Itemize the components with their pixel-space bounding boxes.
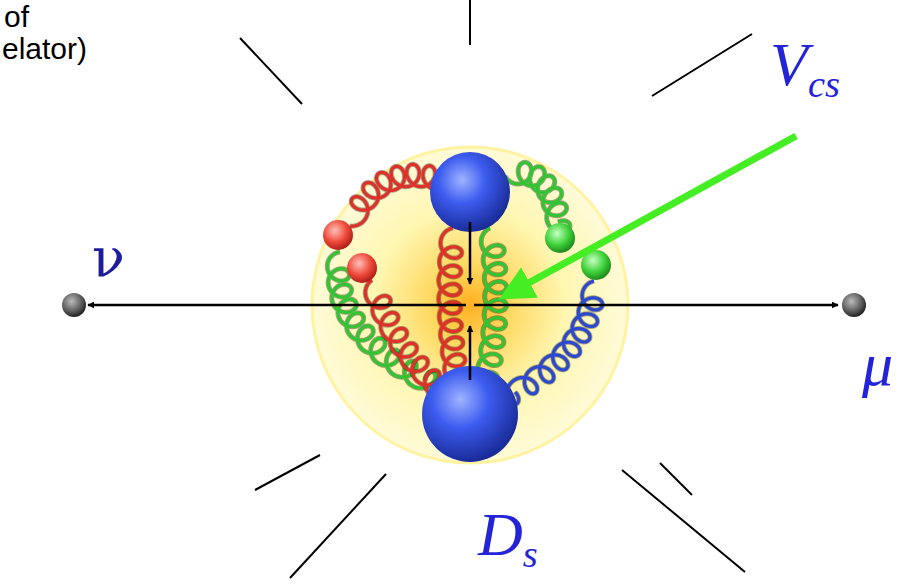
cut-caption-text: of bbox=[4, 0, 29, 33]
sea-quark bbox=[347, 253, 377, 283]
ckm-element-label: Vcs bbox=[770, 30, 840, 105]
gluon-coil bbox=[507, 281, 603, 404]
meson-label: Ds bbox=[478, 500, 538, 575]
muon-label: μ bbox=[862, 330, 893, 398]
gluon-coil bbox=[505, 162, 570, 232]
gluon-outline bbox=[505, 162, 570, 232]
cut-caption-text: elator) bbox=[2, 32, 87, 65]
neutrino-label: ν bbox=[92, 228, 125, 287]
neutrino-dot bbox=[62, 293, 86, 317]
vertex-pointer bbox=[505, 136, 796, 296]
quark-sphere bbox=[430, 152, 510, 232]
burst-rays bbox=[240, 0, 752, 578]
muon-dot bbox=[842, 293, 866, 317]
antiquark-sphere bbox=[422, 366, 518, 462]
sea-quark bbox=[323, 220, 353, 250]
sea-quark bbox=[545, 223, 575, 253]
decay-arrows bbox=[88, 222, 838, 380]
gluon-outline bbox=[507, 281, 603, 404]
